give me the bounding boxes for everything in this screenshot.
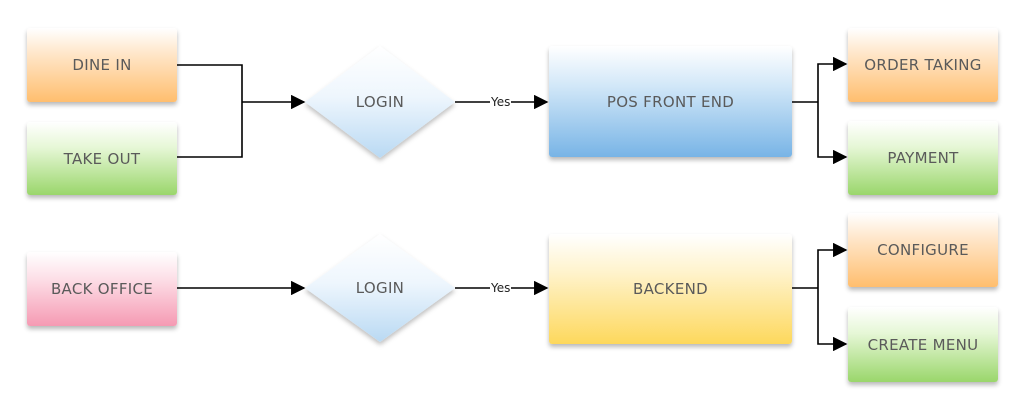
- create-menu-box: CREATE MENU: [848, 307, 998, 382]
- login-top-label: LOGIN: [355, 93, 405, 111]
- edge-to-configure: [817, 242, 848, 288]
- edge-to-payment: [817, 102, 848, 165]
- pos-front-end-label: POS FRONT END: [606, 92, 735, 111]
- configure-box: CONFIGURE: [848, 213, 998, 287]
- payment-box: PAYMENT: [848, 121, 998, 195]
- back-office-label: BACK OFFICE: [50, 280, 154, 298]
- edge-to-order-taking: [817, 56, 848, 102]
- take-out-label: TAKE OUT: [63, 149, 141, 168]
- yes-label-top: Yes: [490, 95, 512, 109]
- login-bottom-label: LOGIN: [355, 279, 405, 297]
- order-taking-label: ORDER TAKING: [864, 56, 982, 74]
- backend-box: BACKEND: [549, 234, 792, 344]
- edge-dine-in: [177, 64, 243, 102]
- take-out-box: TAKE OUT: [27, 122, 177, 195]
- login-bottom-diamond-shape: [305, 234, 455, 342]
- edge-to-create-menu: [817, 288, 848, 352]
- order-taking-box: ORDER TAKING: [848, 28, 998, 102]
- backend-label: BACKEND: [633, 280, 708, 298]
- back-office-box: BACK OFFICE: [27, 252, 177, 326]
- login-top-diamond-shape: [305, 46, 455, 158]
- dine-in-box: DINE IN: [27, 28, 177, 102]
- login-bottom-diamond: LOGIN: [305, 234, 455, 342]
- edge-take-out: [177, 102, 243, 158]
- login-top-diamond: LOGIN: [305, 46, 455, 158]
- yes-label-bottom: Yes: [490, 281, 512, 295]
- payment-label: PAYMENT: [887, 149, 959, 167]
- configure-label: CONFIGURE: [877, 241, 969, 259]
- dine-in-label: DINE IN: [72, 56, 132, 74]
- pos-front-end-box: POS FRONT END: [549, 46, 792, 157]
- create-menu-label: CREATE MENU: [867, 335, 979, 354]
